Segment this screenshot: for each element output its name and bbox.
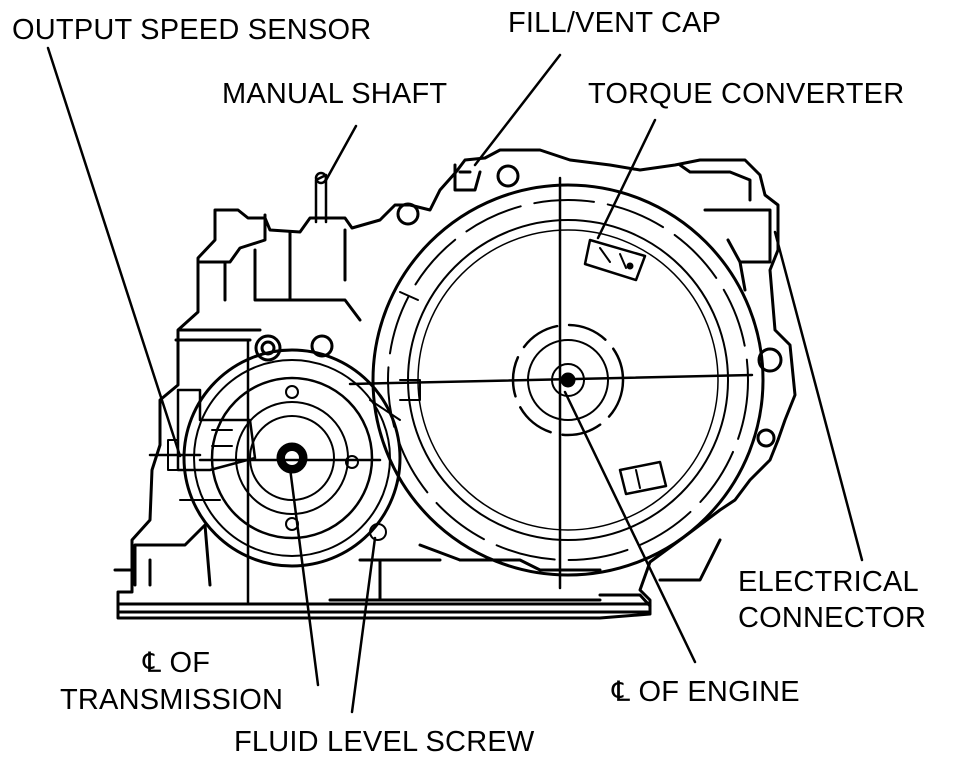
- label-cl-engine: ℄ OF ENGINE: [612, 675, 800, 709]
- label-fill-vent-cap: FILL/VENT CAP: [508, 7, 722, 39]
- label-electrical-connector-line1: ELECTRICAL: [738, 566, 919, 598]
- label-cl-transmission-line1: ℄ OF: [143, 646, 210, 680]
- centerlines: [198, 176, 754, 604]
- label-fluid-level-screw: FLUID LEVEL SCREW: [234, 726, 535, 758]
- label-output-speed-sensor: OUTPUT SPEED SENSOR: [12, 14, 372, 46]
- label-torque-converter: TORQUE CONVERTER: [588, 78, 905, 110]
- transmission-housing: [113, 148, 797, 620]
- centerline-symbol: ℄: [612, 675, 631, 708]
- label-cl-engine-text: OF ENGINE: [638, 676, 800, 708]
- centerline-symbol: ℄: [143, 646, 162, 679]
- label-cl-transmission-of: OF: [169, 647, 211, 679]
- transmission-end-cover: [148, 348, 402, 568]
- label-cl-transmission-line2: TRANSMISSION: [60, 684, 284, 716]
- leader-lines: [46, 46, 864, 714]
- label-manual-shaft: MANUAL SHAFT: [222, 78, 448, 110]
- label-electrical-connector-line2: CONNECTOR: [738, 602, 927, 634]
